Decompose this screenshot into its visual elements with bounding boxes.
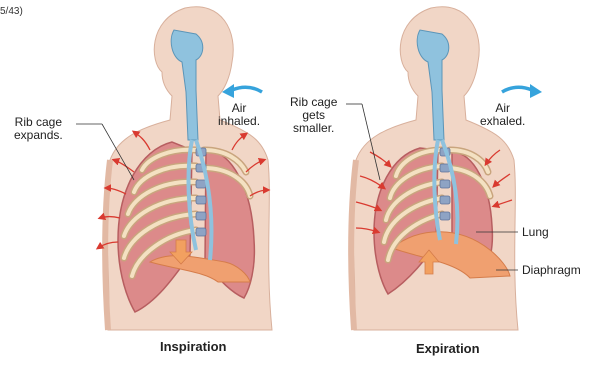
rib-label-line: expands. [14, 129, 63, 142]
air-label-line: inhaled. [218, 115, 260, 128]
air-exhaled-label: Air exhaled. [480, 102, 525, 128]
diaphragm-label: Diaphragm [522, 264, 581, 277]
inspiration-figure [98, 7, 272, 330]
air-label-line: exhaled. [480, 115, 525, 128]
rib-label-line: smaller. [290, 122, 337, 135]
inspiration-caption: Inspiration [160, 339, 226, 354]
inspiration-rib-label: Rib cage expands. [14, 116, 63, 142]
expiration-caption: Expiration [416, 341, 480, 356]
expiration-figure [351, 7, 518, 330]
air-exhaled-arrow-icon [502, 87, 532, 92]
air-inhaled-arrow-icon [232, 87, 262, 92]
lung-label: Lung [522, 226, 549, 239]
figure-reference: 5/43) [0, 6, 23, 17]
air-inhaled-label: Air inhaled. [218, 102, 260, 128]
expiration-rib-label: Rib cage gets smaller. [290, 96, 337, 135]
